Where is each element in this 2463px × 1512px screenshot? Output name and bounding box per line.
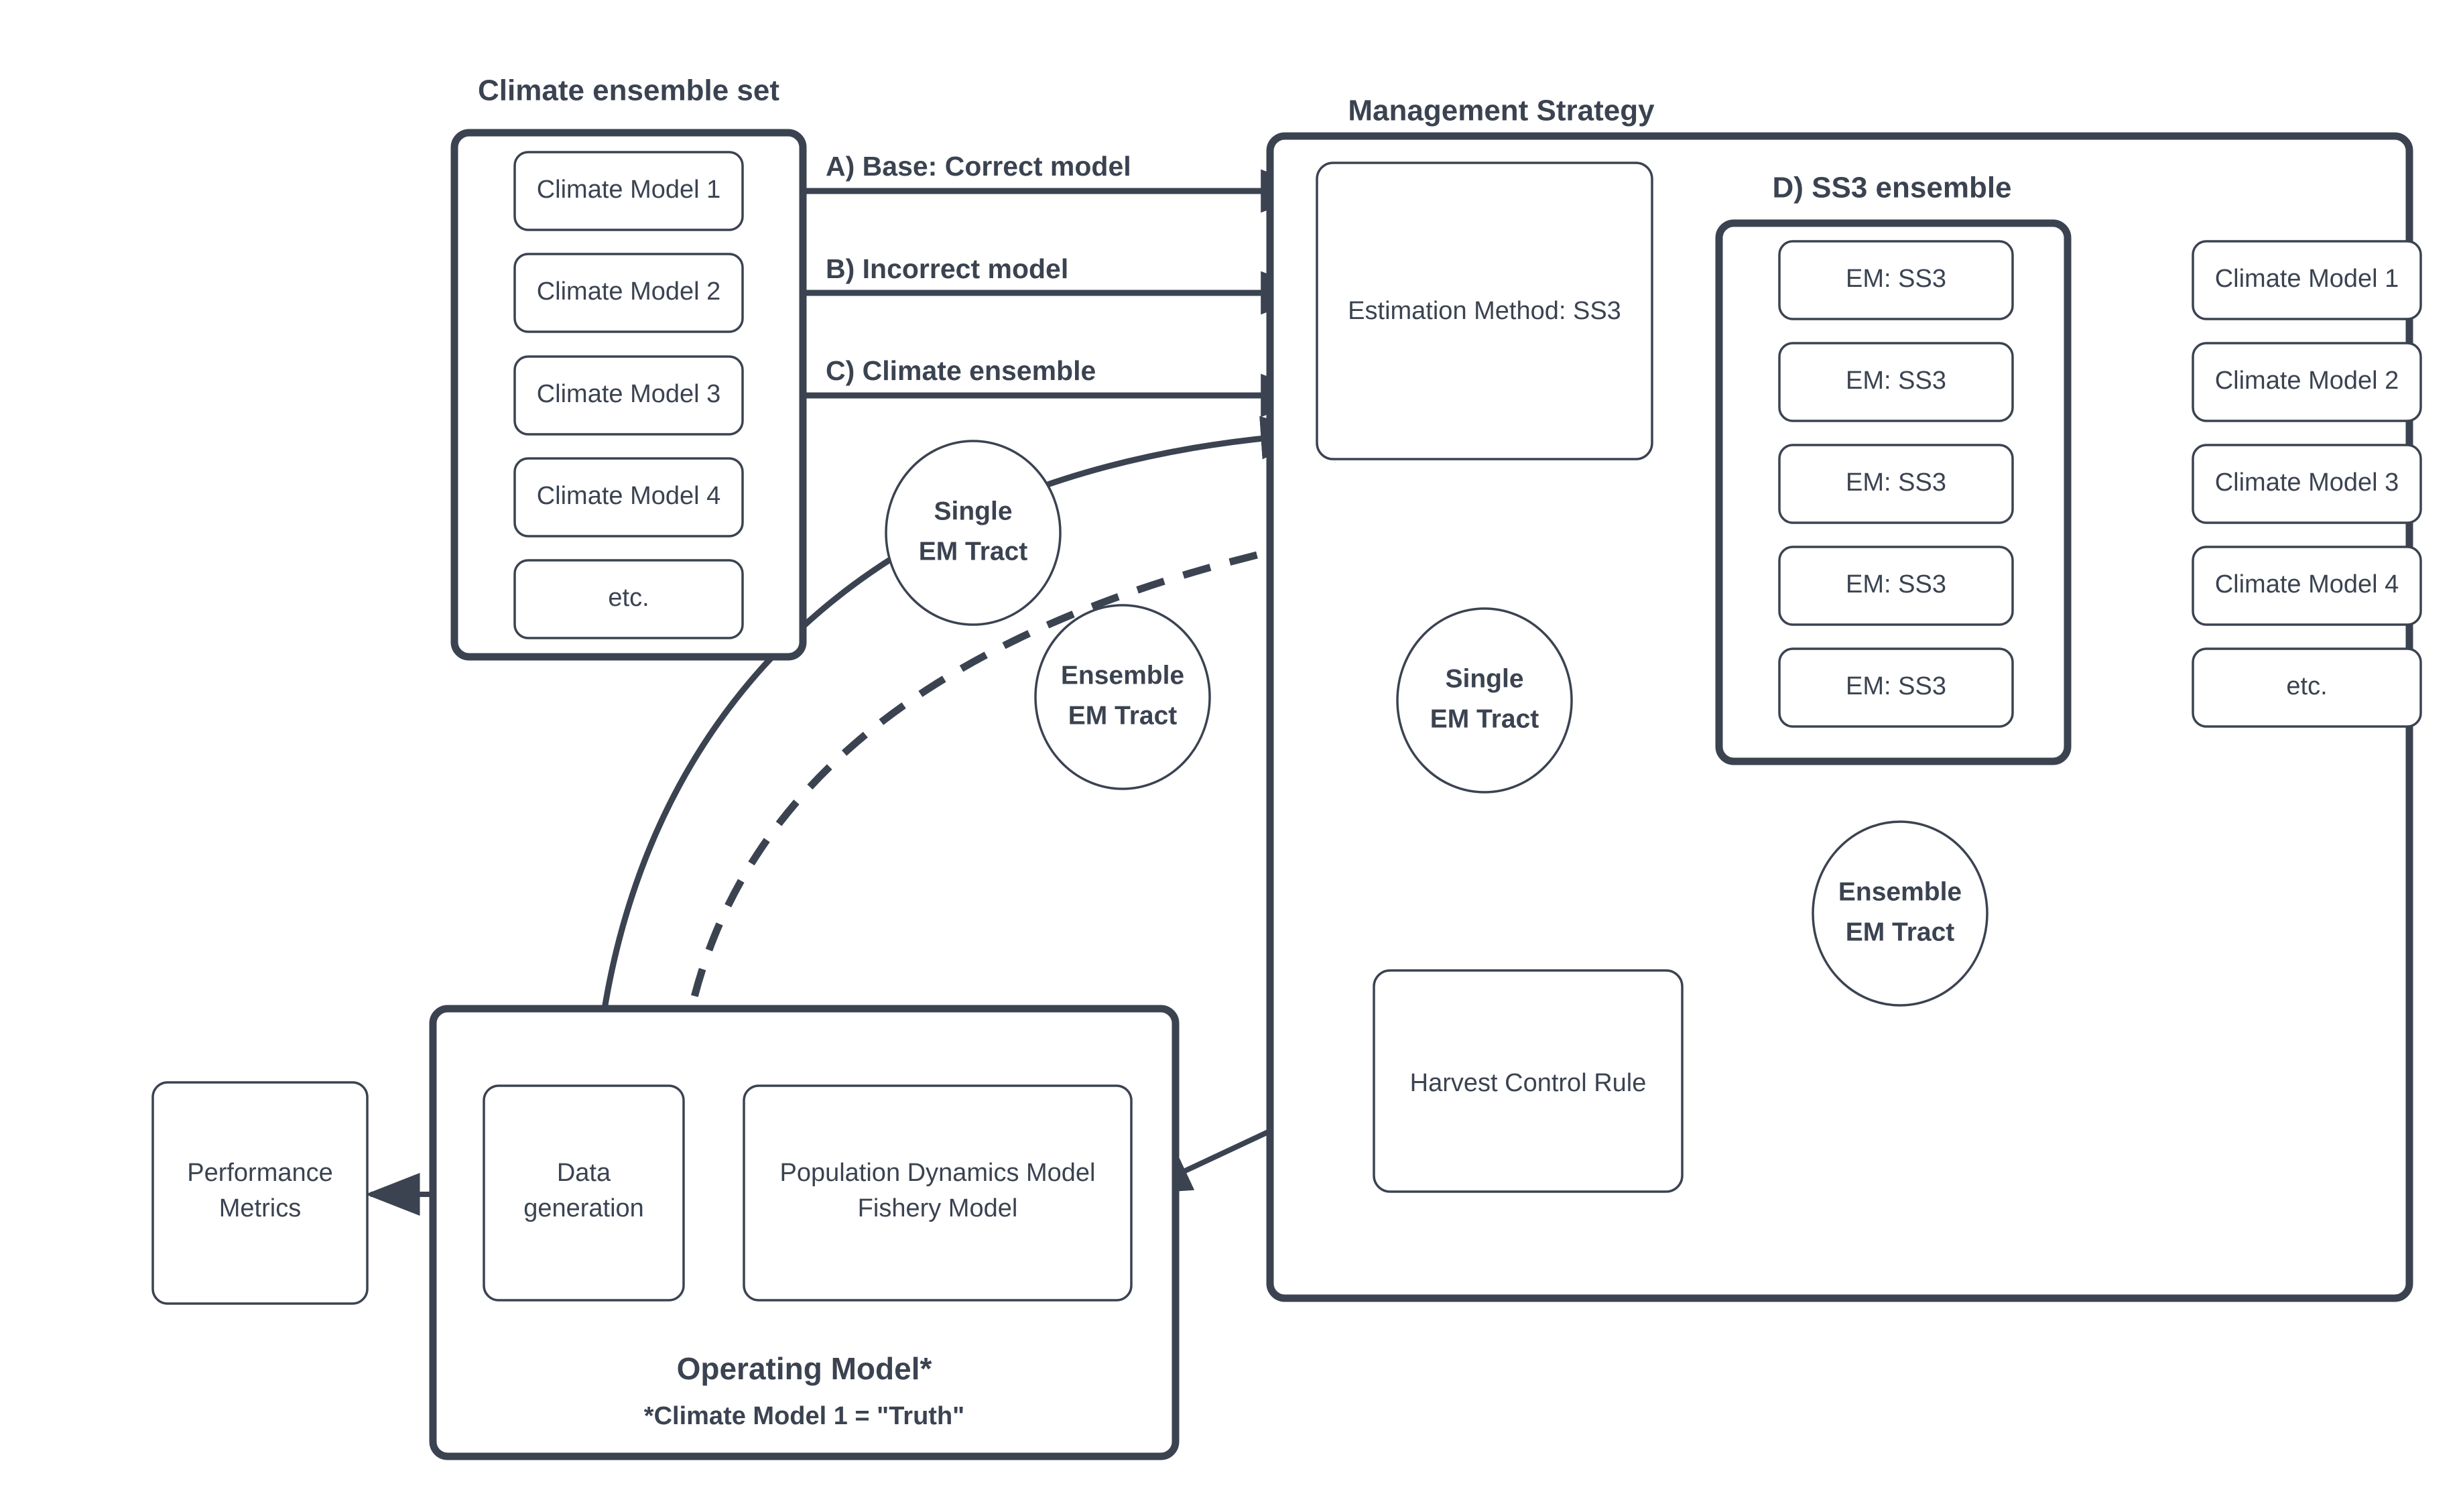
ensemble-em-tract-left-line1: Ensemble xyxy=(1061,661,1184,690)
climate-model-3-node[interactable]: Climate Model 3 xyxy=(513,355,744,436)
harvest-control-rule-box[interactable] xyxy=(1373,969,1684,1193)
climate-model-4-box[interactable] xyxy=(513,457,744,538)
climate-model-3-label: Climate Model 3 xyxy=(537,380,721,408)
estimation-method-box[interactable] xyxy=(1316,162,1653,460)
em-ss3-box-2[interactable] xyxy=(1778,342,2014,422)
performance-metrics-line1: Performance xyxy=(187,1159,333,1187)
single-em-tract-left-shape xyxy=(885,440,1062,626)
title-management-strategy: Management Strategy xyxy=(1348,94,1655,127)
em-ss3-node-4[interactable]: EM: SS3 xyxy=(1778,546,2014,626)
performance-metrics-node[interactable]: Performance Metrics xyxy=(151,1081,369,1305)
climate-model-2-node[interactable]: Climate Model 2 xyxy=(513,253,744,333)
performance-metrics-line2: Metrics xyxy=(219,1194,301,1222)
em-ss3-label-3: EM: SS3 xyxy=(1846,468,1946,497)
ensemble-em-tract-left-line2: EM Tract xyxy=(1068,701,1178,730)
em-ss3-box-4[interactable] xyxy=(1778,546,2014,626)
data-generation-node[interactable]: Data generation xyxy=(483,1084,685,1302)
ss3-climate-input-label-5: etc. xyxy=(2286,672,2327,700)
ss3-climate-input-box-5[interactable] xyxy=(2192,647,2422,728)
ss3-climate-input-box-3[interactable] xyxy=(2192,444,2422,524)
climate-model-2-label: Climate Model 2 xyxy=(537,277,721,306)
population-dynamics-line1: Population Dynamics Model xyxy=(779,1159,1095,1187)
scenario-label-a: A) Base: Correct model xyxy=(826,151,1131,182)
em-ss3-node-5[interactable]: EM: SS3 xyxy=(1778,647,2014,728)
em-ss3-node-1[interactable]: EM: SS3 xyxy=(1778,240,2014,320)
climate-model-etc-node[interactable]: etc. xyxy=(513,559,744,639)
edge-ensemble-em-tract-curve xyxy=(673,468,1726,1140)
em-ss3-box-3[interactable] xyxy=(1778,444,2014,524)
em-ss3-box-1[interactable] xyxy=(1778,240,2014,320)
ss3-climate-input-box-2[interactable] xyxy=(2192,342,2422,422)
ensemble-em-tract-right-line2: EM Tract xyxy=(1846,918,1955,946)
ss3-climate-input-label-1: Climate Model 1 xyxy=(2215,265,2399,293)
ss3-climate-input-box-1[interactable] xyxy=(2192,240,2422,320)
em-ss3-label-2: EM: SS3 xyxy=(1846,367,1946,395)
population-dynamics-line2: Fishery Model xyxy=(858,1194,1018,1222)
harvest-control-rule-node[interactable]: Harvest Control Rule xyxy=(1373,969,1684,1193)
climate-model-1-node[interactable]: Climate Model 1 xyxy=(513,151,744,231)
scenario-label-b: B) Incorrect model xyxy=(826,253,1068,284)
em-ss3-label-4: EM: SS3 xyxy=(1846,570,1946,598)
em-ss3-box-5[interactable] xyxy=(1778,647,2014,728)
ss3-climate-input-label-3: Climate Model 3 xyxy=(2215,468,2399,497)
ss3-climate-input-5[interactable]: etc. xyxy=(2192,647,2422,728)
estimation-method-label: Estimation Method: SS3 xyxy=(1348,297,1621,325)
ss3-climate-input-3[interactable]: Climate Model 3 xyxy=(2192,444,2422,524)
title-ss3-ensemble: D) SS3 ensemble xyxy=(1772,172,2011,204)
title-climate-ensemble-set: Climate ensemble set xyxy=(478,74,779,107)
climate-model-etc-label: etc. xyxy=(608,584,649,612)
climate-model-4-node[interactable]: Climate Model 4 xyxy=(513,457,744,538)
em-ss3-node-2[interactable]: EM: SS3 xyxy=(1778,342,2014,422)
ss3-climate-input-label-4: Climate Model 4 xyxy=(2215,570,2399,598)
single-em-tract-left-line2: EM Tract xyxy=(919,537,1028,566)
edge-single-em-tract-curve xyxy=(590,416,1316,1153)
ensemble-em-tract-left-shape xyxy=(1034,604,1211,790)
population-dynamics-box[interactable] xyxy=(743,1084,1133,1302)
climate-model-1-label: Climate Model 1 xyxy=(537,176,721,204)
climate-model-2-box[interactable] xyxy=(513,253,744,333)
scenario-label-c: C) Climate ensemble xyxy=(826,355,1096,386)
estimation-method-node[interactable]: Estimation Method: SS3 xyxy=(1316,162,1653,460)
ss3-climate-input-4[interactable]: Climate Model 4 xyxy=(2192,546,2422,626)
single-em-tract-circle-mid: Single EM Tract xyxy=(1396,607,1573,794)
data-generation-box[interactable] xyxy=(483,1084,685,1302)
ss3-climate-input-2[interactable]: Climate Model 2 xyxy=(2192,342,2422,422)
operating-model-title: Operating Model* xyxy=(677,1351,932,1386)
operating-model-subtitle: *Climate Model 1 = "Truth" xyxy=(644,1402,964,1430)
data-generation-line2: generation xyxy=(523,1194,644,1222)
climate-model-4-label: Climate Model 4 xyxy=(537,482,721,510)
data-generation-line1: Data xyxy=(557,1159,611,1187)
harvest-control-rule-label: Harvest Control Rule xyxy=(1410,1069,1647,1097)
ss3-climate-input-1[interactable]: Climate Model 1 xyxy=(2192,240,2422,320)
climate-model-etc-box[interactable] xyxy=(513,559,744,639)
climate-model-1-box[interactable] xyxy=(513,151,744,231)
em-ss3-label-1: EM: SS3 xyxy=(1846,265,1946,293)
ensemble-em-tract-circle-left: Ensemble EM Tract xyxy=(1034,604,1211,790)
em-ss3-node-3[interactable]: EM: SS3 xyxy=(1778,444,2014,524)
single-em-tract-left-line1: Single xyxy=(934,497,1012,525)
ss3-climate-input-label-2: Climate Model 2 xyxy=(2215,367,2399,395)
ss3-climate-input-box-4[interactable] xyxy=(2192,546,2422,626)
climate-model-3-box[interactable] xyxy=(513,355,744,436)
single-em-tract-mid-shape xyxy=(1396,607,1573,794)
population-dynamics-node[interactable]: Population Dynamics Model Fishery Model xyxy=(743,1084,1133,1302)
single-em-tract-mid-line1: Single xyxy=(1445,664,1523,693)
ensemble-em-tract-circle-right: Ensemble EM Tract xyxy=(1812,820,1988,1007)
ensemble-em-tract-right-line1: Ensemble xyxy=(1838,877,1962,906)
ensemble-em-tract-right-shape xyxy=(1812,820,1988,1007)
performance-metrics-box[interactable] xyxy=(151,1081,369,1305)
single-em-tract-mid-line2: EM Tract xyxy=(1430,704,1539,733)
em-ss3-label-5: EM: SS3 xyxy=(1846,672,1946,700)
single-em-tract-circle-left: Single EM Tract xyxy=(885,440,1062,626)
